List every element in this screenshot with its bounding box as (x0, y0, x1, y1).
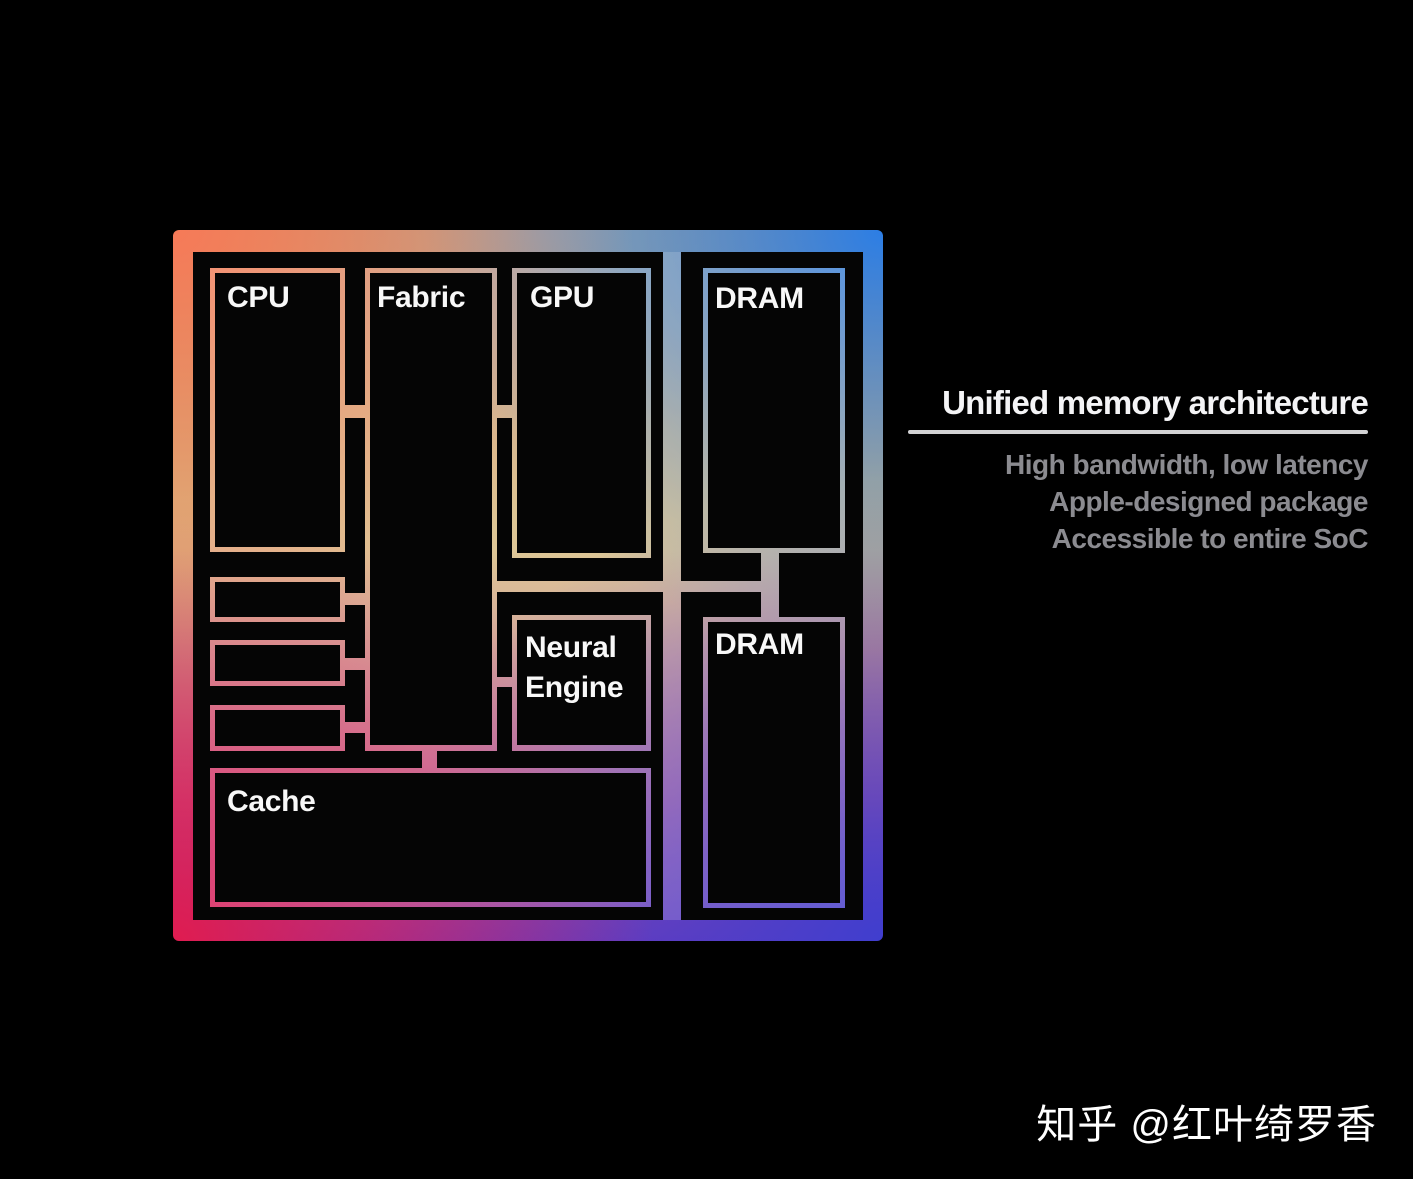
cache-box (215, 773, 646, 902)
fabric-box-label: Fabric (377, 281, 466, 314)
neural-engine-box (517, 620, 646, 745)
diagram-structure (193, 252, 863, 920)
cpu-box (215, 273, 340, 547)
cpu-box-label: CPU (227, 281, 290, 314)
info-panel: Unified memory architecture High bandwid… (908, 384, 1369, 557)
cache-box-label: Cache (227, 785, 316, 818)
cpu-sub-box-3 (215, 710, 340, 746)
watermark: 知乎 @红叶绮罗香 (1036, 1103, 1377, 1147)
dram-bottom-box (708, 622, 840, 903)
dram-top-box-label: DRAM (715, 282, 804, 315)
info-point-2: Apple-designed package (1049, 485, 1368, 517)
soc-diagram: CPU Fabric GPU DRAM Neural Engine DRAM C… (173, 230, 883, 941)
dram-bottom-box-label: DRAM (715, 628, 804, 661)
gpu-box-label: GPU (530, 281, 595, 314)
cpu-sub-box-1 (215, 582, 340, 617)
neural-engine-box-label: Neural Engine (525, 631, 624, 704)
info-point-3: Accessible to entire SoC (1051, 522, 1369, 554)
info-points: High bandwidth, low latency Apple-design… (908, 446, 1368, 557)
gpu-box (517, 273, 646, 553)
cpu-sub-box-2 (215, 645, 340, 681)
dram-top-box (708, 273, 840, 548)
info-title: Unified memory architecture (942, 384, 1369, 421)
title-underline (908, 429, 1368, 434)
info-point-1: High bandwidth, low latency (1005, 448, 1368, 480)
fabric-box (370, 273, 492, 745)
